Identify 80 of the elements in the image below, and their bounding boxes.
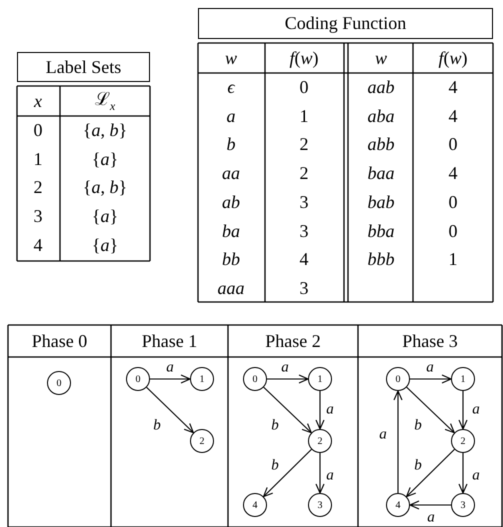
state-circle: 1 [308,367,332,391]
state-circle: 2 [308,429,332,453]
arrow [409,500,451,510]
state-circle: 1 [451,367,475,391]
arrow [315,391,325,430]
table-cell-text: ba [222,222,240,240]
arrow [150,374,191,384]
table-cell-text: bba [368,222,394,240]
table-cell-text: 0 [448,222,458,240]
arrow [458,391,468,430]
table-cell-text: a [226,106,236,125]
table-cell-text: 3 [300,222,308,240]
table-cell-text: 1 [300,106,308,125]
arrow [263,449,312,498]
column-header: Phase 1 [142,332,198,350]
state-circle: 0 [47,371,71,395]
table-cell-text: aba [368,106,394,125]
table-cell-text: x [34,92,42,110]
arrow [393,390,403,493]
table-cell-text: {a} [92,236,118,254]
table-cell-text: ϵ [227,78,235,96]
table-cell-text: b [226,135,236,154]
table-cell-text: aaa [218,278,244,297]
table-cell-text: 3 [300,192,308,211]
table-cell-text: {a, b} [82,121,128,139]
table-cell-text: w [375,49,387,67]
table-cell-text: 3 [34,207,42,226]
arrow [410,374,452,384]
arrow [267,374,309,384]
table-cell-text: {a} [92,207,118,226]
state-circle: 0 [243,367,267,391]
table-cell-text: w [225,49,237,67]
table-title: Coding Function [198,8,493,39]
table-cell-text: 2 [34,178,42,196]
column-header: Phase 3 [402,332,458,350]
state-circle: 3 [308,493,332,517]
state-circle: 4 [386,493,410,517]
column-header: Phase 2 [265,332,321,350]
table-cell-text: baa [368,164,394,182]
table-cell-text: 2 [300,164,308,182]
state-circle: 2 [451,429,475,453]
table-cell-text: bb [222,250,240,268]
table-cell-text: aab [368,78,394,96]
arrow [406,449,455,498]
table-cell-text: 4 [448,106,458,125]
table-cell-text: ℒ$_{x}$ [94,90,116,112]
table-cell-text: 0 [448,192,458,211]
state-circle: 0 [386,367,410,391]
table-cell-text: 0 [300,78,308,96]
state-circle: 0 [126,367,150,391]
table-cell-text: f(w) [438,49,468,67]
state-circle: 1 [190,367,214,391]
table-cell-text: ab [222,192,240,211]
arrow [263,386,312,434]
table-cell-text: {a} [92,150,118,168]
table-cell-text: {a, b} [82,178,128,196]
arrow [315,453,325,494]
table-cell-text: 0 [34,121,42,139]
table-cell-text: bbb [368,250,394,268]
arrow [146,386,194,434]
table-cell-text: f(w) [289,49,319,67]
table-cell-text: abb [368,135,394,154]
state-circle: 2 [190,429,214,453]
table-cell-text: 0 [448,135,458,154]
table-title: Label Sets [17,52,150,82]
table-cell-text: 4 [448,78,458,96]
table-cell-text: 4 [34,236,42,254]
table-cell-text: bab [368,192,394,211]
state-circle: 3 [451,493,475,517]
table-cell-text: 1 [448,250,458,268]
column-header: Phase 0 [32,332,88,350]
arrow [406,386,455,434]
table-cell-text: 3 [300,278,308,297]
table-cell-text: aa [222,164,240,182]
table-cell-text: 4 [300,250,308,268]
table-cell-text: 1 [34,150,42,168]
table-cell-text: 2 [300,135,308,154]
arrow [458,453,468,494]
state-circle: 4 [243,493,267,517]
table-cell-text: 4 [448,164,458,182]
